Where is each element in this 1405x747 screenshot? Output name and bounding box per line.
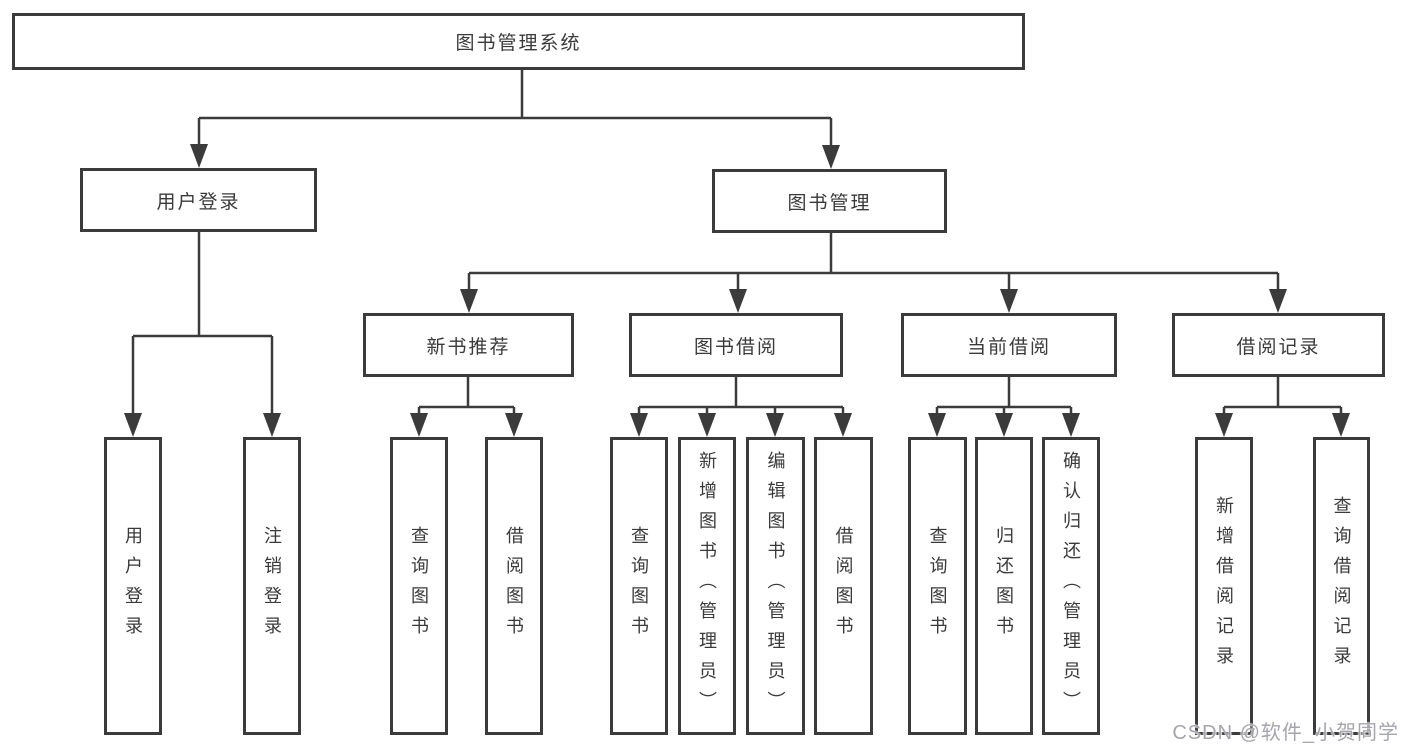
node-library-system: 图书管理系统	[12, 13, 1025, 70]
leaf-query-books-borrowing: 查询图书	[610, 437, 668, 735]
leaf-add-borrow-record: 新增借阅记录	[1195, 437, 1253, 735]
watermark: CSDN @软件_小贺同学	[1172, 722, 1399, 744]
leaf-confirm-return-admin: 确认归还（管理员）	[1042, 437, 1100, 735]
node-current-borrowing: 当前借阅	[901, 313, 1117, 377]
leaf-user-login: 用户登录	[104, 437, 162, 735]
leaf-borrow-books-recommend: 借阅图书	[485, 437, 543, 735]
leaf-logout: 注销登录	[243, 437, 301, 735]
node-book-management: 图书管理	[712, 169, 947, 233]
leaf-return-books: 归还图书	[975, 437, 1033, 735]
node-user-login: 用户登录	[80, 168, 317, 232]
leaf-query-books-recommend: 查询图书	[390, 437, 448, 735]
leaf-add-books-admin: 新增图书（管理员）	[678, 437, 736, 735]
leaf-borrow-books-borrowing: 借阅图书	[814, 437, 873, 735]
node-book-borrowing: 图书借阅	[629, 313, 843, 377]
leaf-query-books-current: 查询图书	[908, 437, 967, 735]
leaf-query-borrow-record: 查询借阅记录	[1313, 437, 1370, 735]
node-new-book-recommendation: 新书推荐	[363, 313, 574, 377]
leaf-edit-books-admin: 编辑图书（管理员）	[746, 437, 805, 735]
node-borrowing-records: 借阅记录	[1172, 313, 1385, 377]
